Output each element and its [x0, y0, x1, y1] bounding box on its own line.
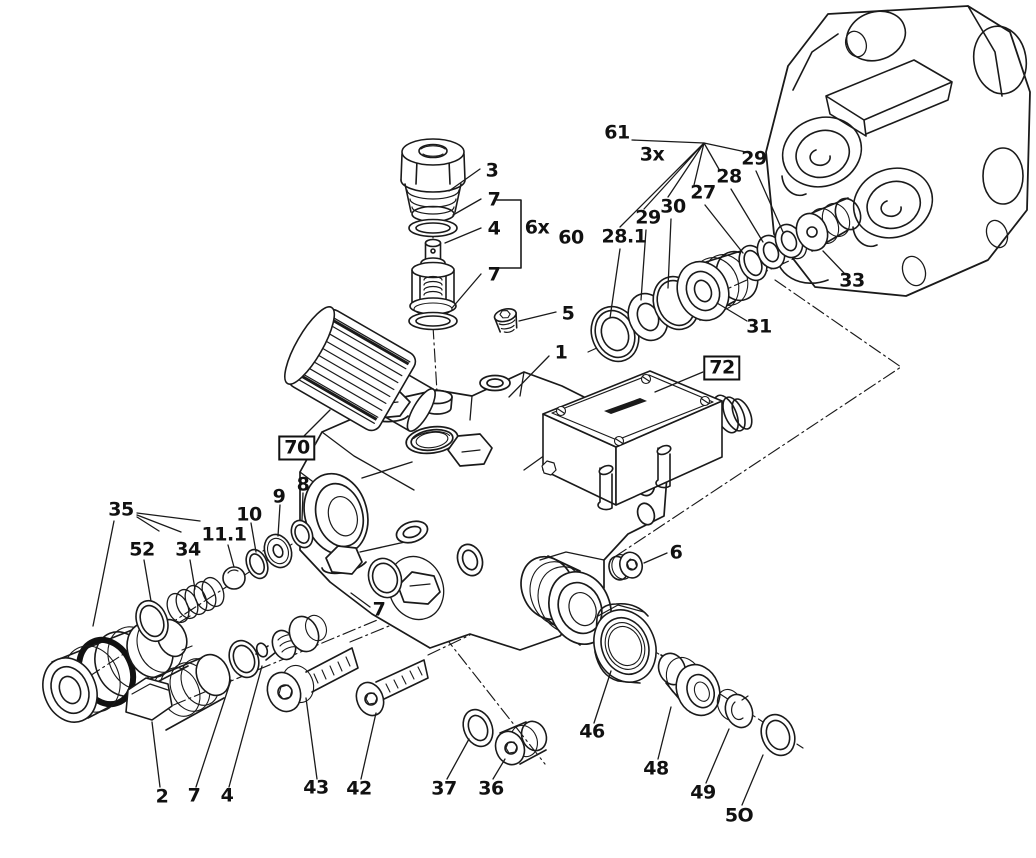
hex-plug-bottom-1	[321, 545, 367, 575]
ball-11-1	[222, 566, 246, 590]
leader-lines	[92, 139, 845, 806]
screw-43	[266, 647, 359, 713]
hex-plug-bottom-2	[387, 555, 445, 621]
bottom-left-parts	[125, 557, 429, 731]
washer-37	[462, 708, 494, 748]
nipple-48	[657, 652, 721, 717]
circlip-10	[245, 545, 271, 580]
piston-33	[795, 197, 862, 252]
valve-4b	[255, 614, 328, 661]
cover-screws	[555, 373, 711, 447]
grub-screw-6	[608, 551, 644, 581]
piston-sleeve-31	[676, 250, 759, 322]
crankcase-flange	[765, 5, 1031, 297]
pressure-knob-70	[284, 306, 436, 432]
side-oval-port	[395, 520, 429, 544]
o-ring-52	[135, 599, 169, 643]
washer-9	[263, 533, 293, 569]
spring-34	[166, 576, 225, 624]
o-ring-7c	[367, 557, 403, 599]
coupling-small-parts	[135, 519, 314, 643]
valve-cage-4	[409, 261, 457, 316]
bracket-6x	[496, 199, 522, 269]
o-ring-7-lower	[408, 311, 458, 331]
union-nut-46	[593, 602, 657, 684]
piston-seal-stack	[590, 197, 862, 363]
cover-studs	[597, 444, 672, 511]
o-ring-7-top	[408, 218, 458, 238]
outlet-parts	[593, 602, 796, 757]
o-ring-8	[290, 519, 314, 549]
screw-42	[355, 659, 429, 717]
switch-cover-72	[541, 370, 753, 511]
plug-5	[493, 308, 518, 333]
outlet-thread	[520, 555, 612, 646]
clip-49	[716, 688, 754, 729]
plug-36	[494, 720, 548, 766]
washer-50	[760, 713, 796, 757]
check-valve-stack	[400, 138, 518, 333]
hex-plug-top-2	[447, 433, 493, 467]
inlet-coupling-35	[42, 615, 193, 723]
cover-logo-mark	[604, 398, 647, 414]
valve-cap-3	[400, 138, 466, 223]
plug-2	[125, 653, 231, 731]
